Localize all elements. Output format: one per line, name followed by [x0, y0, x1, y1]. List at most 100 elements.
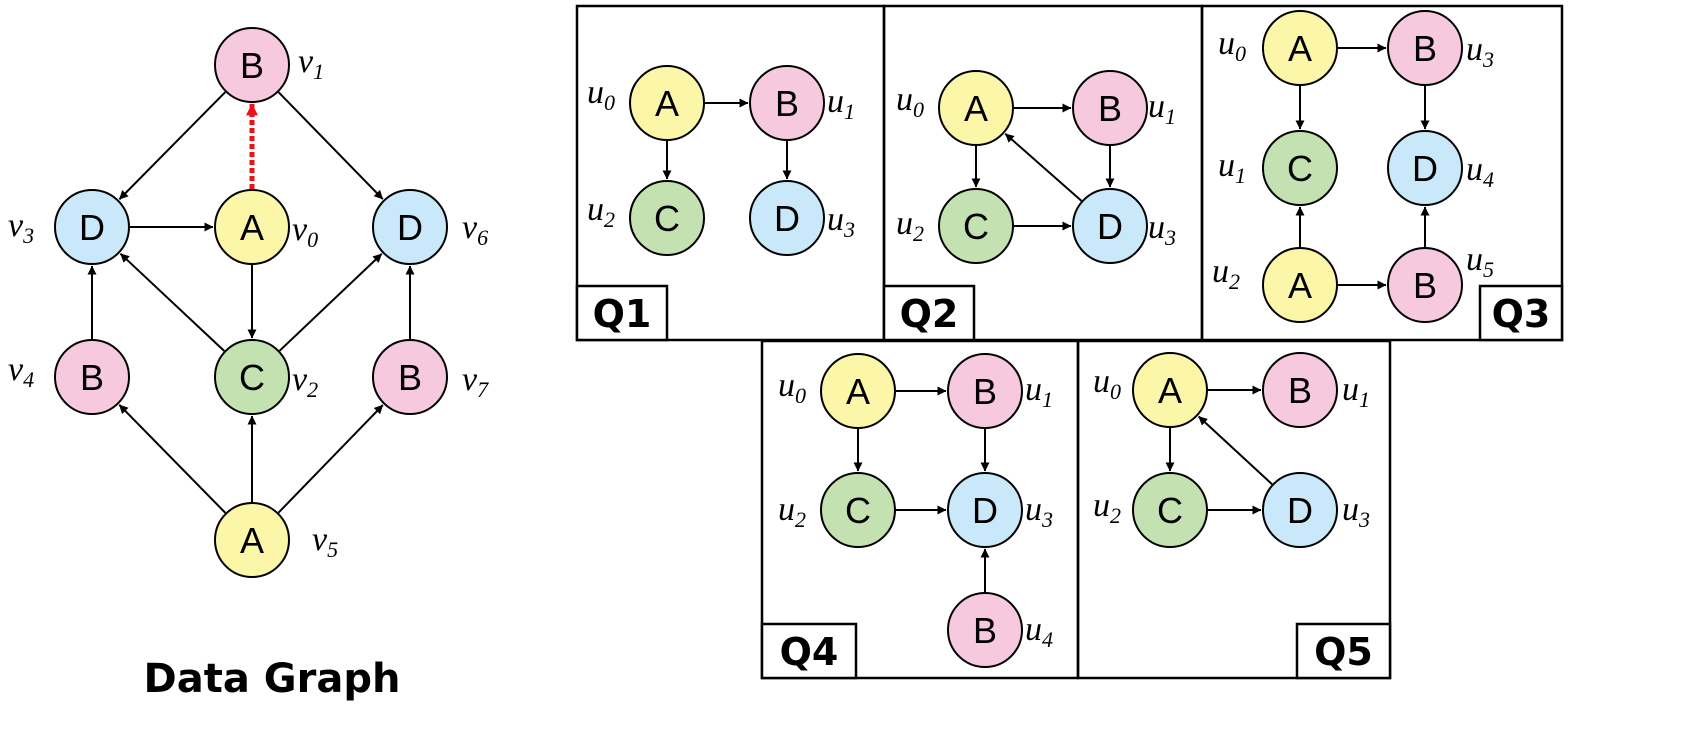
q3-node-circle	[1262, 130, 1338, 206]
q5-var-label-u0: u0	[1093, 363, 1121, 404]
query-tag-label: Q4	[780, 630, 839, 674]
q3-node-circle	[1387, 247, 1463, 323]
q3-node-label: B	[1413, 265, 1437, 306]
q4-var-label-u4: u4	[1025, 611, 1053, 652]
q2-node-circle	[938, 188, 1014, 264]
q3-node-circle	[1387, 10, 1463, 86]
q3-node-circle	[1262, 10, 1338, 86]
dg-var-label-v2: v2	[292, 361, 318, 402]
dg-node-label: B	[240, 45, 264, 86]
dg-node-label: B	[398, 357, 422, 398]
q4-node-u2: Cu2	[778, 472, 896, 548]
q1-var-label-u1: u1	[827, 83, 855, 124]
q3-var-label-u5: u5	[1466, 241, 1494, 282]
query-tag-label: Q5	[1314, 630, 1373, 674]
q2-var-label-u1: u1	[1148, 88, 1176, 129]
q5-var-label-u1: u1	[1342, 371, 1370, 412]
dg-node-label: D	[397, 207, 423, 248]
q1-node-label: A	[655, 83, 679, 124]
dg-node-circle	[214, 502, 290, 578]
dg-var-label-v6: v6	[462, 209, 488, 250]
q3-node-u1: Cu1	[1218, 130, 1338, 206]
q1-var-label-u3: u3	[827, 201, 855, 242]
data-graph-title: Data Graph	[144, 656, 401, 702]
q3-node-label: A	[1288, 265, 1312, 306]
dg-node-circle	[214, 339, 290, 415]
q5-node-u0: Au0	[1093, 352, 1208, 428]
q3-node-u5: Bu5	[1387, 241, 1494, 323]
dg-var-label-v1: v1	[298, 43, 324, 84]
query-tag-box	[882, 284, 976, 342]
q4-node-label: D	[972, 490, 998, 531]
q5-node-u2: Cu2	[1093, 472, 1208, 548]
dg-node-label: A	[240, 520, 264, 561]
q2-node-label: A	[964, 88, 988, 129]
q5-node-label: A	[1158, 370, 1182, 411]
q4-var-label-u3: u3	[1025, 491, 1053, 532]
query-tag-label: Q2	[900, 292, 959, 336]
dg-edge-v1-v3	[118, 91, 227, 200]
dg-edge-v2-v3	[119, 252, 225, 352]
query-tag-box	[575, 284, 669, 342]
q2-var-label-u3: u3	[1148, 209, 1176, 250]
q2-node-circle	[1072, 188, 1148, 264]
dg-var-label-v7: v7	[462, 361, 489, 402]
q2-node-u0: Au0	[896, 70, 1014, 146]
q5-node-circle	[1262, 352, 1338, 428]
q3-node-label: D	[1412, 148, 1438, 189]
q2-edge-u3-u0	[1004, 133, 1083, 202]
dg-edge-v2-v6	[278, 253, 383, 352]
dg-node-label: C	[239, 357, 265, 398]
q5-node-circle	[1132, 352, 1208, 428]
q3-var-label-u3: u3	[1466, 31, 1494, 72]
q2-node-label: B	[1098, 88, 1122, 129]
q1-node-circle	[629, 65, 705, 141]
q1-node-circle	[749, 65, 825, 141]
dg-var-label-v3: v3	[8, 207, 34, 248]
q1-node-label: C	[654, 198, 680, 239]
q3-node-u2: Au2	[1212, 247, 1338, 323]
q4-node-u0: Au0	[778, 353, 896, 429]
q3-node-circle	[1387, 130, 1463, 206]
q1-node-label: B	[775, 83, 799, 124]
dg-node-circle	[54, 339, 130, 415]
q3-var-label-u1: u1	[1218, 147, 1246, 188]
q3-var-label-u0: u0	[1218, 25, 1246, 66]
query-tag-label: Q3	[1492, 292, 1551, 336]
query-tag-label: Q1	[593, 292, 652, 336]
q4-var-label-u0: u0	[778, 367, 806, 408]
q3-var-label-u4: u4	[1466, 151, 1494, 192]
q2-node-circle	[1072, 70, 1148, 146]
q5-node-circle	[1262, 472, 1338, 548]
q4-node-label: A	[846, 371, 870, 412]
dg-node-label: A	[240, 207, 264, 248]
q4-var-label-u2: u2	[778, 491, 806, 532]
q5-node-label: C	[1157, 490, 1183, 531]
q4-var-label-u1: u1	[1025, 371, 1053, 412]
q5-var-label-u2: u2	[1093, 487, 1121, 528]
q2-var-label-u2: u2	[896, 205, 924, 246]
query-tag-box	[1478, 284, 1564, 342]
query-panel-border	[1076, 339, 1392, 680]
q1-node-u0: Au0	[587, 65, 705, 141]
dg-node-circle	[54, 189, 130, 265]
q3-node-u0: Au0	[1218, 10, 1338, 86]
